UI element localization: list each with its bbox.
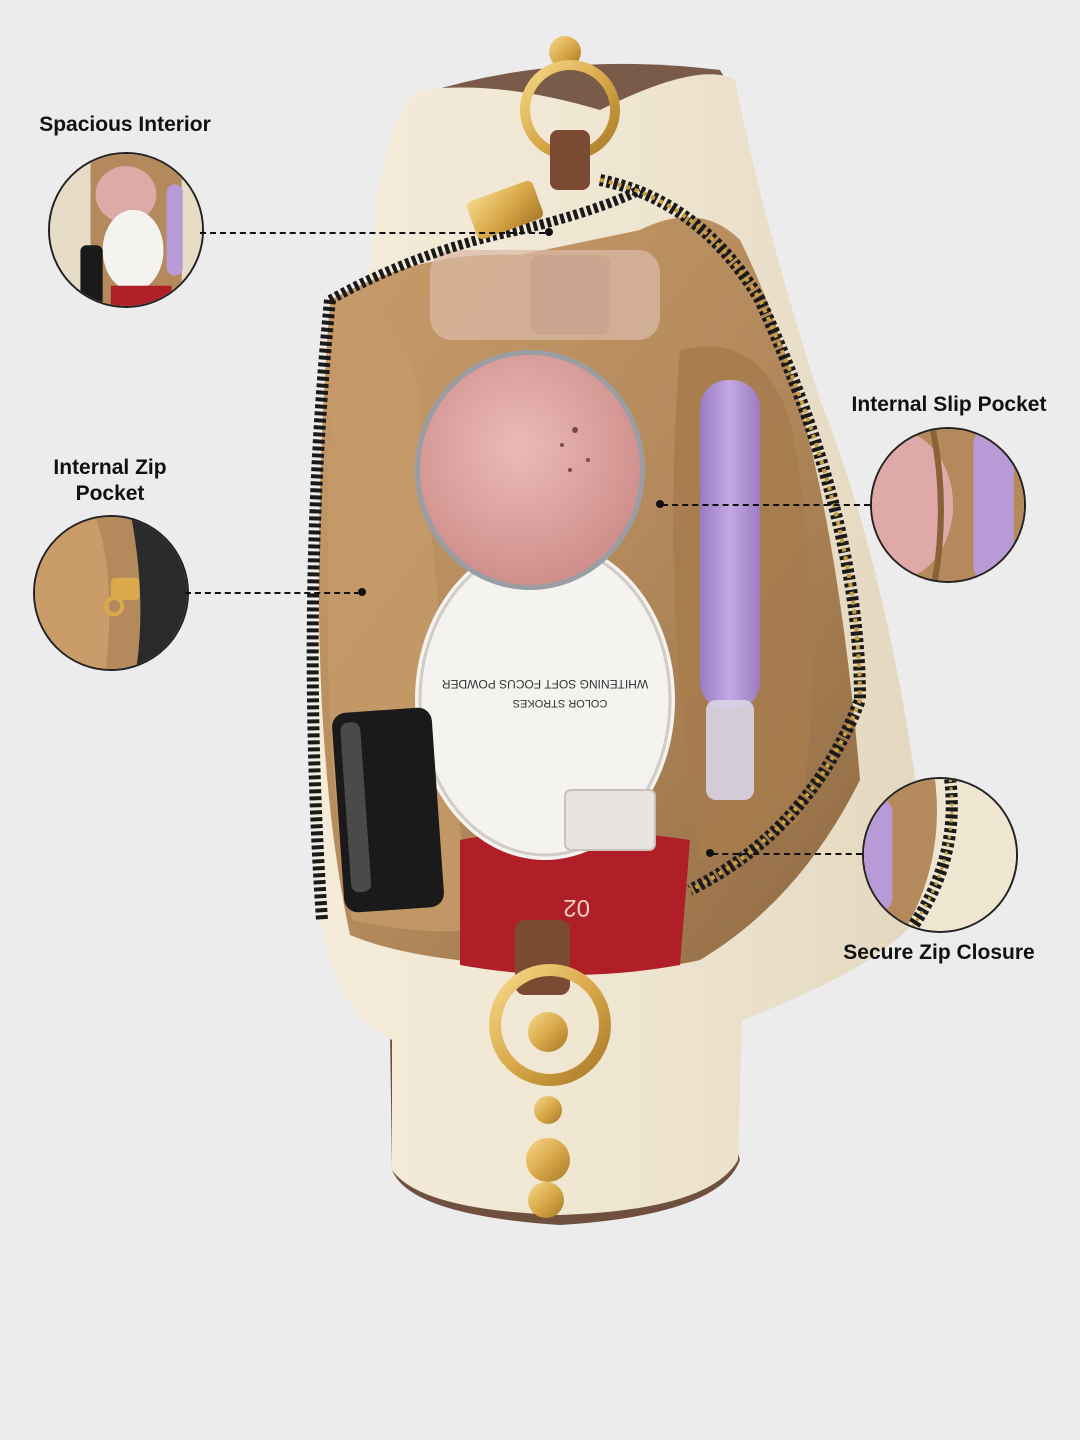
callout-label-internal-zip-pocket-line1: Internal Zip (53, 456, 167, 479)
callout-label-spacious-interior: Spacious Interior (39, 113, 211, 136)
callout-circle-secure-zip-closure (862, 777, 1018, 933)
callout-label-internal-slip-pocket: Internal Slip Pocket (851, 393, 1047, 416)
leader-line-secure-zip-closure (712, 853, 862, 855)
svg-text:02: 02 (563, 894, 590, 921)
leader-dot-internal-zip-pocket (358, 588, 366, 596)
leader-dot-spacious-interior (545, 228, 553, 236)
callout-circle-spacious-interior (48, 152, 204, 308)
callout-label-secure-zip-closure: Secure Zip Closure (843, 941, 1035, 964)
callout-label-internal-zip-pocket-line2: Pocket (75, 482, 145, 505)
leader-line-internal-slip-pocket (662, 504, 870, 506)
callout-circle-internal-zip-pocket (33, 515, 189, 671)
leader-dot-secure-zip-closure (706, 849, 714, 857)
svg-text:WHITENING SOFT FOCUS POWDER: WHITENING SOFT FOCUS POWDER (441, 677, 648, 691)
leader-dot-internal-slip-pocket (656, 500, 664, 508)
svg-text:COLOR STROKES: COLOR STROKES (513, 697, 608, 709)
leader-line-internal-zip-pocket (185, 592, 360, 594)
callout-circle-internal-slip-pocket (870, 427, 1026, 583)
callout-label-internal-zip-pocket: Internal Zip Pocket (20, 455, 200, 507)
leader-line-spacious-interior (200, 232, 545, 234)
